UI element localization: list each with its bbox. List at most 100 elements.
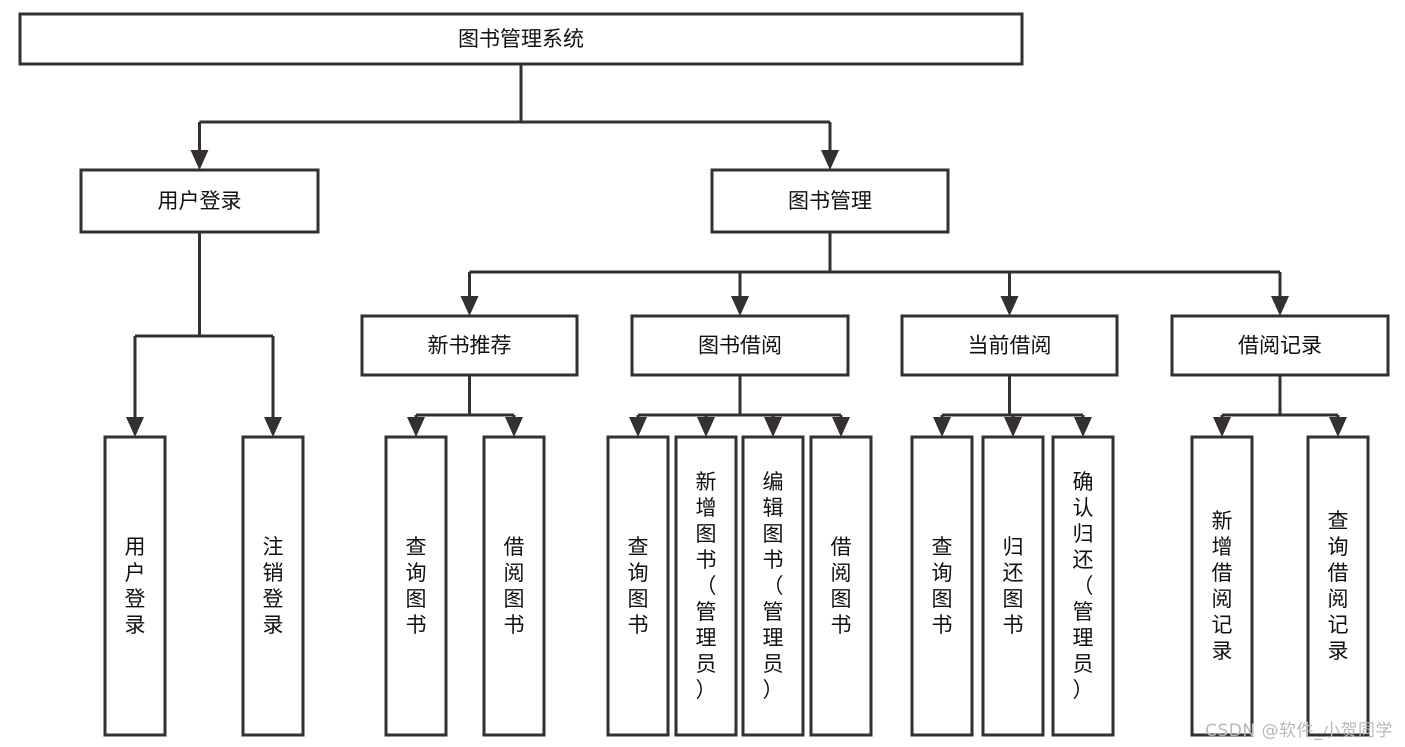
node-label-char: 辑 — [763, 496, 784, 520]
node-label-char: 记 — [1328, 613, 1349, 637]
node-label-char: （ — [1073, 574, 1094, 598]
node-label-char: 书 — [763, 548, 784, 572]
arrow-head-icon — [1329, 417, 1347, 437]
node-borrow-record[interactable]: 借阅记录 — [1170, 314, 1390, 377]
node-label-char: 新 — [696, 470, 717, 494]
node-label-char: 借 — [1212, 561, 1233, 585]
node-label-char: 登 — [125, 587, 146, 611]
node-label-char: 阅 — [504, 561, 525, 585]
node-box — [710, 168, 950, 234]
node-leaf-user-login[interactable]: 用户登录 — [103, 435, 167, 737]
node-label-char: 图 — [831, 587, 852, 611]
node-label-char: 借 — [1328, 561, 1349, 585]
node-label-char: 书 — [1003, 613, 1024, 637]
node-label-char: 图 — [932, 587, 953, 611]
node-label-char: 新 — [1212, 509, 1233, 533]
node-root[interactable]: 图书管理系统 — [18, 12, 1024, 66]
node-label-char: 理 — [1073, 626, 1094, 650]
node-box — [910, 435, 974, 737]
node-book-manage[interactable]: 图书管理 — [710, 168, 950, 234]
node-label-char: 借 — [504, 535, 525, 559]
arrow-head-icon — [126, 417, 144, 437]
node-label-char: 书 — [831, 613, 852, 637]
node-label-char: 理 — [763, 626, 784, 650]
node-label: 用户登录 — [158, 189, 242, 213]
node-box — [79, 168, 320, 234]
node-box — [241, 435, 305, 737]
node-label: 图书管理 — [788, 189, 872, 213]
node-label-char: 阅 — [1328, 587, 1349, 611]
node-label-char: 还 — [1073, 548, 1094, 572]
node-label-char: 归 — [1073, 522, 1094, 546]
node-label-char: 图 — [1003, 587, 1024, 611]
nodes-layer: 图书管理系统用户登录图书管理新书推荐图书借阅当前借阅借阅记录用户登录注销登录查询… — [18, 12, 1390, 737]
node-book-borrow[interactable]: 图书借阅 — [630, 314, 850, 377]
node-label-char: 注 — [263, 535, 284, 559]
arrow-head-icon — [1074, 417, 1092, 437]
node-label-char: 管 — [763, 600, 784, 624]
arrow-head-icon — [697, 417, 715, 437]
node-label-char: 录 — [263, 613, 284, 637]
node-label-char: ） — [1073, 678, 1094, 702]
node-label-char: 询 — [932, 561, 953, 585]
node-label-char: 借 — [831, 535, 852, 559]
node-label-char: ） — [763, 678, 784, 702]
node-label: 当前借阅 — [968, 334, 1052, 358]
node-label-char: 图 — [763, 522, 784, 546]
node-label-char: 员 — [696, 652, 717, 676]
node-label-char: 登 — [263, 587, 284, 611]
node-label-char: 还 — [1003, 561, 1024, 585]
node-label-char: 图 — [696, 522, 717, 546]
arrow-head-icon — [407, 417, 425, 437]
arrow-head-icon — [832, 417, 850, 437]
arrow-head-icon — [1213, 417, 1231, 437]
node-label: 新书推荐 — [428, 334, 512, 358]
node-label-char: 户 — [125, 561, 146, 585]
node-label-char: 用 — [125, 535, 146, 559]
arrow-head-icon — [505, 417, 523, 437]
node-label-char: 查 — [1328, 509, 1349, 533]
node-label-char: 增 — [1212, 535, 1233, 559]
node-box — [981, 435, 1045, 737]
node-label-char: 阅 — [831, 561, 852, 585]
node-label-char: 图 — [406, 587, 427, 611]
node-label-char: 图 — [504, 587, 525, 611]
node-label-char: 理 — [696, 626, 717, 650]
node-label: 图书借阅 — [698, 334, 782, 358]
node-label-char: 书 — [932, 613, 953, 637]
node-label-char: 员 — [763, 652, 784, 676]
node-label-char: ） — [696, 678, 717, 702]
node-label: 借阅记录 — [1238, 334, 1322, 358]
node-label-char: 确 — [1073, 470, 1094, 494]
node-box — [900, 314, 1119, 377]
arrow-head-icon — [264, 417, 282, 437]
node-current-borrow[interactable]: 当前借阅 — [900, 314, 1119, 377]
node-label-char: 查 — [932, 535, 953, 559]
node-label-char: 录 — [1212, 639, 1233, 663]
node-label-char: 书 — [696, 548, 717, 572]
node-user-login[interactable]: 用户登录 — [79, 168, 320, 234]
node-new-book-recommend[interactable]: 新书推荐 — [360, 314, 579, 377]
node-label-char: 记 — [1212, 613, 1233, 637]
node-box — [674, 435, 738, 737]
arrow-head-icon — [460, 296, 479, 316]
node-label-char: （ — [696, 574, 717, 598]
edges-layer — [126, 64, 1347, 437]
node-label-char: 编 — [763, 470, 784, 494]
arrow-head-icon — [629, 417, 647, 437]
arrow-head-icon — [764, 417, 782, 437]
